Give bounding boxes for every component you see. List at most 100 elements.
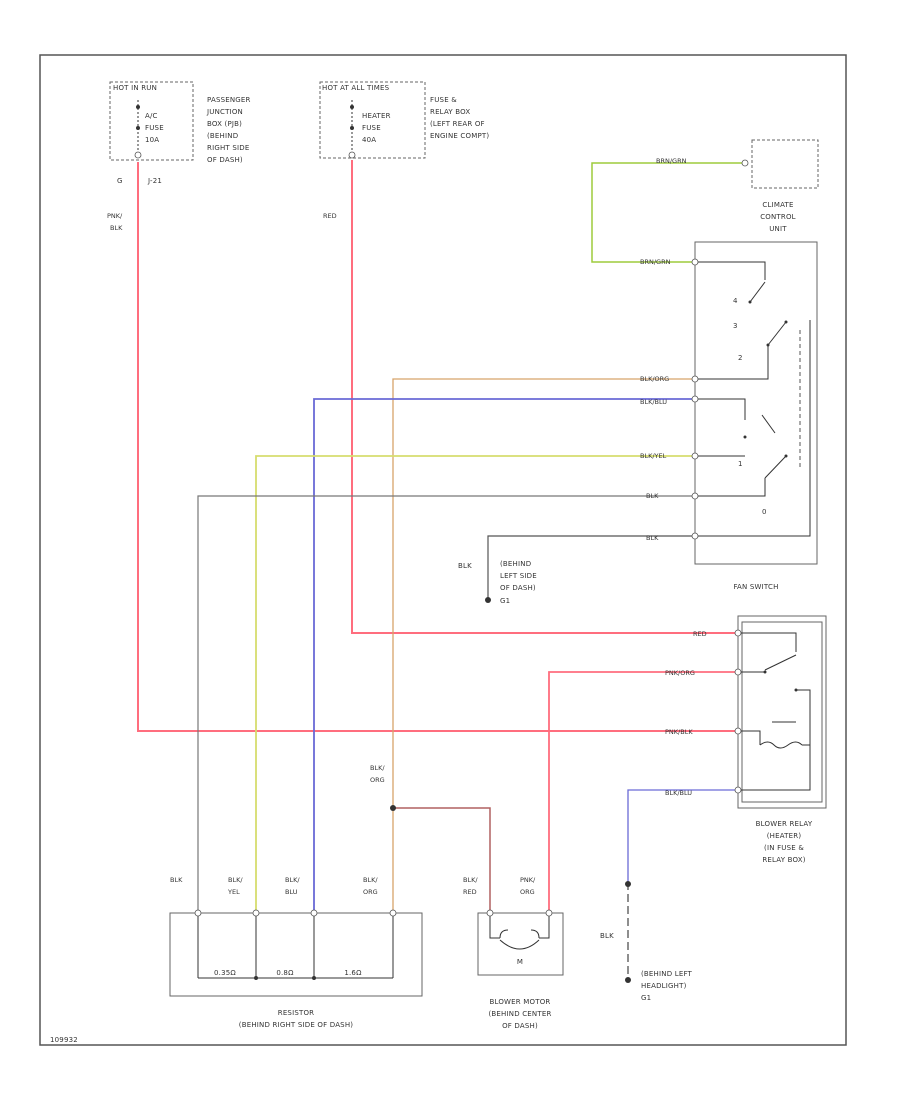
heater-fuse-loc-0: FUSE & — [430, 96, 457, 104]
motor-label-2: OF DASH) — [502, 1022, 538, 1030]
resistor-val-2: 1.6Ω — [344, 969, 362, 977]
footer-code: 109932 — [50, 1036, 78, 1044]
ac-fuse-header: HOT IN RUN — [113, 84, 157, 92]
lbl-pnk-org-relay: PNK/ORG — [665, 669, 695, 677]
relay-label-0: BLOWER RELAY — [756, 820, 813, 828]
wire-brn-grn — [591, 162, 745, 263]
heater-fuse-loc-3: ENGINE COMPT) — [430, 132, 489, 140]
lbl-blk-gnd-sw: BLK — [646, 534, 659, 542]
ground2-loc-2: G1 — [641, 994, 651, 1002]
fan-switch: 4 3 2 1 0 FAN SWITCH — [691, 241, 818, 591]
climate-label-1: CONTROL — [760, 213, 796, 221]
ground1-wire-label: BLK — [458, 562, 472, 570]
lbl-blk-org-mid-1: ORG — [370, 776, 385, 784]
resistor-val-0: 0.35Ω — [214, 969, 236, 977]
ac-fuse-conn-right: J-21 — [147, 177, 162, 185]
ac-fuse-name: A/C — [145, 112, 158, 120]
lbl-mot-pnk-org-0: PNK/ — [520, 876, 536, 884]
climate-control-unit: CLIMATE CONTROL UNIT — [741, 139, 819, 233]
motor-symbol: M — [517, 958, 523, 966]
wire-blk — [197, 495, 695, 913]
motor-label-0: BLOWER MOTOR — [490, 998, 551, 1006]
fan-pos-1: 1 — [738, 460, 743, 468]
lbl-blk-org-mid-0: BLK/ — [370, 764, 385, 772]
heater-fuse-fuse: FUSE — [362, 124, 381, 132]
fan-pos-4: 4 — [733, 297, 738, 305]
ground1-loc-3: G1 — [500, 597, 510, 605]
fan-pos-2: 2 — [738, 354, 743, 362]
heater-fuse-loc-2: (LEFT REAR OF — [430, 120, 485, 128]
lbl-blk-blu-relay: BLK/BLU — [665, 789, 692, 797]
ac-fuse-loc-5: OF DASH) — [207, 156, 243, 164]
fan-pos-3: 3 — [733, 322, 738, 330]
resistor-val-1: 0.8Ω — [276, 969, 294, 977]
wire-labels: PNK/ BLK RED BRN/GRN BRN/GRN BLK/ORG BLK… — [107, 157, 707, 896]
resistor-label-1: (BEHIND RIGHT SIDE OF DASH) — [239, 1021, 354, 1029]
lbl-mot-blk-red-0: BLK/ — [463, 876, 478, 884]
lbl-res-blk-blu-1: BLU — [285, 888, 298, 896]
lbl-res-blk-yel-1: YEL — [227, 888, 240, 896]
lbl-blk-org-sw: BLK/ORG — [640, 375, 669, 383]
ac-fuse-rating: 10A — [145, 136, 159, 144]
wire-blk-blu-relay — [627, 789, 738, 882]
ground2-loc-1: HEADLIGHT) — [641, 982, 687, 990]
ac-fuse-loc-4: RIGHT SIDE — [207, 144, 249, 152]
lbl-res-blk-blu-0: BLK/ — [285, 876, 300, 884]
wire-blk-blu — [313, 398, 695, 913]
relay-label-3: RELAY BOX) — [762, 856, 805, 864]
wires — [137, 160, 745, 980]
ac-fuse-fuse: FUSE — [145, 124, 164, 132]
wire-pnk-blk — [137, 162, 738, 732]
lbl-res-blk-org-0: BLK/ — [363, 876, 378, 884]
climate-label-0: CLIMATE — [762, 201, 793, 209]
wire-pnk-org — [548, 671, 738, 913]
ac-fuse-box: HOT IN RUN A/C FUSE 10A PASSENGER JUNCTI… — [109, 81, 251, 185]
heater-fuse-box: HOT AT ALL TIMES HEATER FUSE 40A FUSE & … — [319, 81, 489, 159]
ground1-loc-0: (BEHIND — [500, 560, 531, 568]
lbl-red-left: RED — [323, 212, 337, 220]
ground-behind-left-dash: BLK (BEHIND LEFT SIDE OF DASH) G1 — [458, 560, 537, 605]
ground-behind-left-headlight: BLK (BEHIND LEFT HEADLIGHT) G1 — [600, 881, 693, 1002]
motor-label-1: (BEHIND CENTER — [488, 1010, 551, 1018]
ac-fuse-loc-1: JUNCTION — [206, 108, 243, 116]
climate-label-2: UNIT — [769, 225, 787, 233]
lbl-res-blk: BLK — [170, 876, 183, 884]
wire-red — [351, 160, 738, 634]
ground1-loc-2: OF DASH) — [500, 584, 536, 592]
lbl-blk-blu-sw: BLK/BLU — [640, 398, 667, 406]
lbl-blk-sw: BLK — [646, 492, 659, 500]
lbl-res-blk-yel-0: BLK/ — [228, 876, 243, 884]
blower-relay: BLOWER RELAY (HEATER) (IN FUSE & RELAY B… — [734, 615, 827, 864]
lbl-brn-grn-top: BRN/GRN — [656, 157, 687, 165]
wire-blk-red — [393, 807, 491, 913]
splice-dot — [390, 805, 396, 811]
ground2-loc-0: (BEHIND LEFT — [641, 970, 693, 978]
resistor-label-0: RESISTOR — [278, 1009, 315, 1017]
lbl-mot-blk-red-1: RED — [463, 888, 477, 896]
wire-blk-yel — [255, 455, 695, 913]
ac-fuse-loc-0: PASSENGER — [207, 96, 251, 104]
heater-fuse-name: HEATER — [362, 112, 391, 120]
diagram-frame — [39, 54, 847, 1046]
lbl-res-blk-org-1: ORG — [363, 888, 378, 896]
lbl-red-relay: RED — [693, 630, 707, 638]
wire-blk-org — [392, 378, 695, 913]
heater-fuse-rating: 40A — [362, 136, 376, 144]
heater-fuse-loc-1: RELAY BOX — [430, 108, 470, 116]
lbl-brn-grn-bot: BRN/GRN — [640, 258, 671, 266]
blower-motor: M BLOWER MOTOR (BEHIND CENTER OF DASH) — [477, 909, 564, 1030]
lbl-blk-yel-sw: BLK/YEL — [640, 452, 667, 460]
resistor: 0.35Ω 0.8Ω 1.6Ω RESISTOR (BEHIND RIGHT S… — [169, 909, 423, 1029]
lbl-mot-pnk-org-1: ORG — [520, 888, 535, 896]
fan-pos-0: 0 — [762, 508, 767, 516]
ground2-wire-label: BLK — [600, 932, 614, 940]
ac-fuse-conn-left: G — [117, 177, 123, 185]
relay-label-2: (IN FUSE & — [764, 844, 804, 852]
lbl-pnk-blk-relay: PNK/BLK — [665, 728, 693, 736]
heater-fuse-header: HOT AT ALL TIMES — [322, 84, 390, 92]
ac-fuse-loc-3: (BEHIND — [207, 132, 238, 140]
ground1-loc-1: LEFT SIDE — [500, 572, 537, 580]
fan-switch-label: FAN SWITCH — [733, 583, 778, 591]
wire-blk-ground — [487, 535, 695, 598]
